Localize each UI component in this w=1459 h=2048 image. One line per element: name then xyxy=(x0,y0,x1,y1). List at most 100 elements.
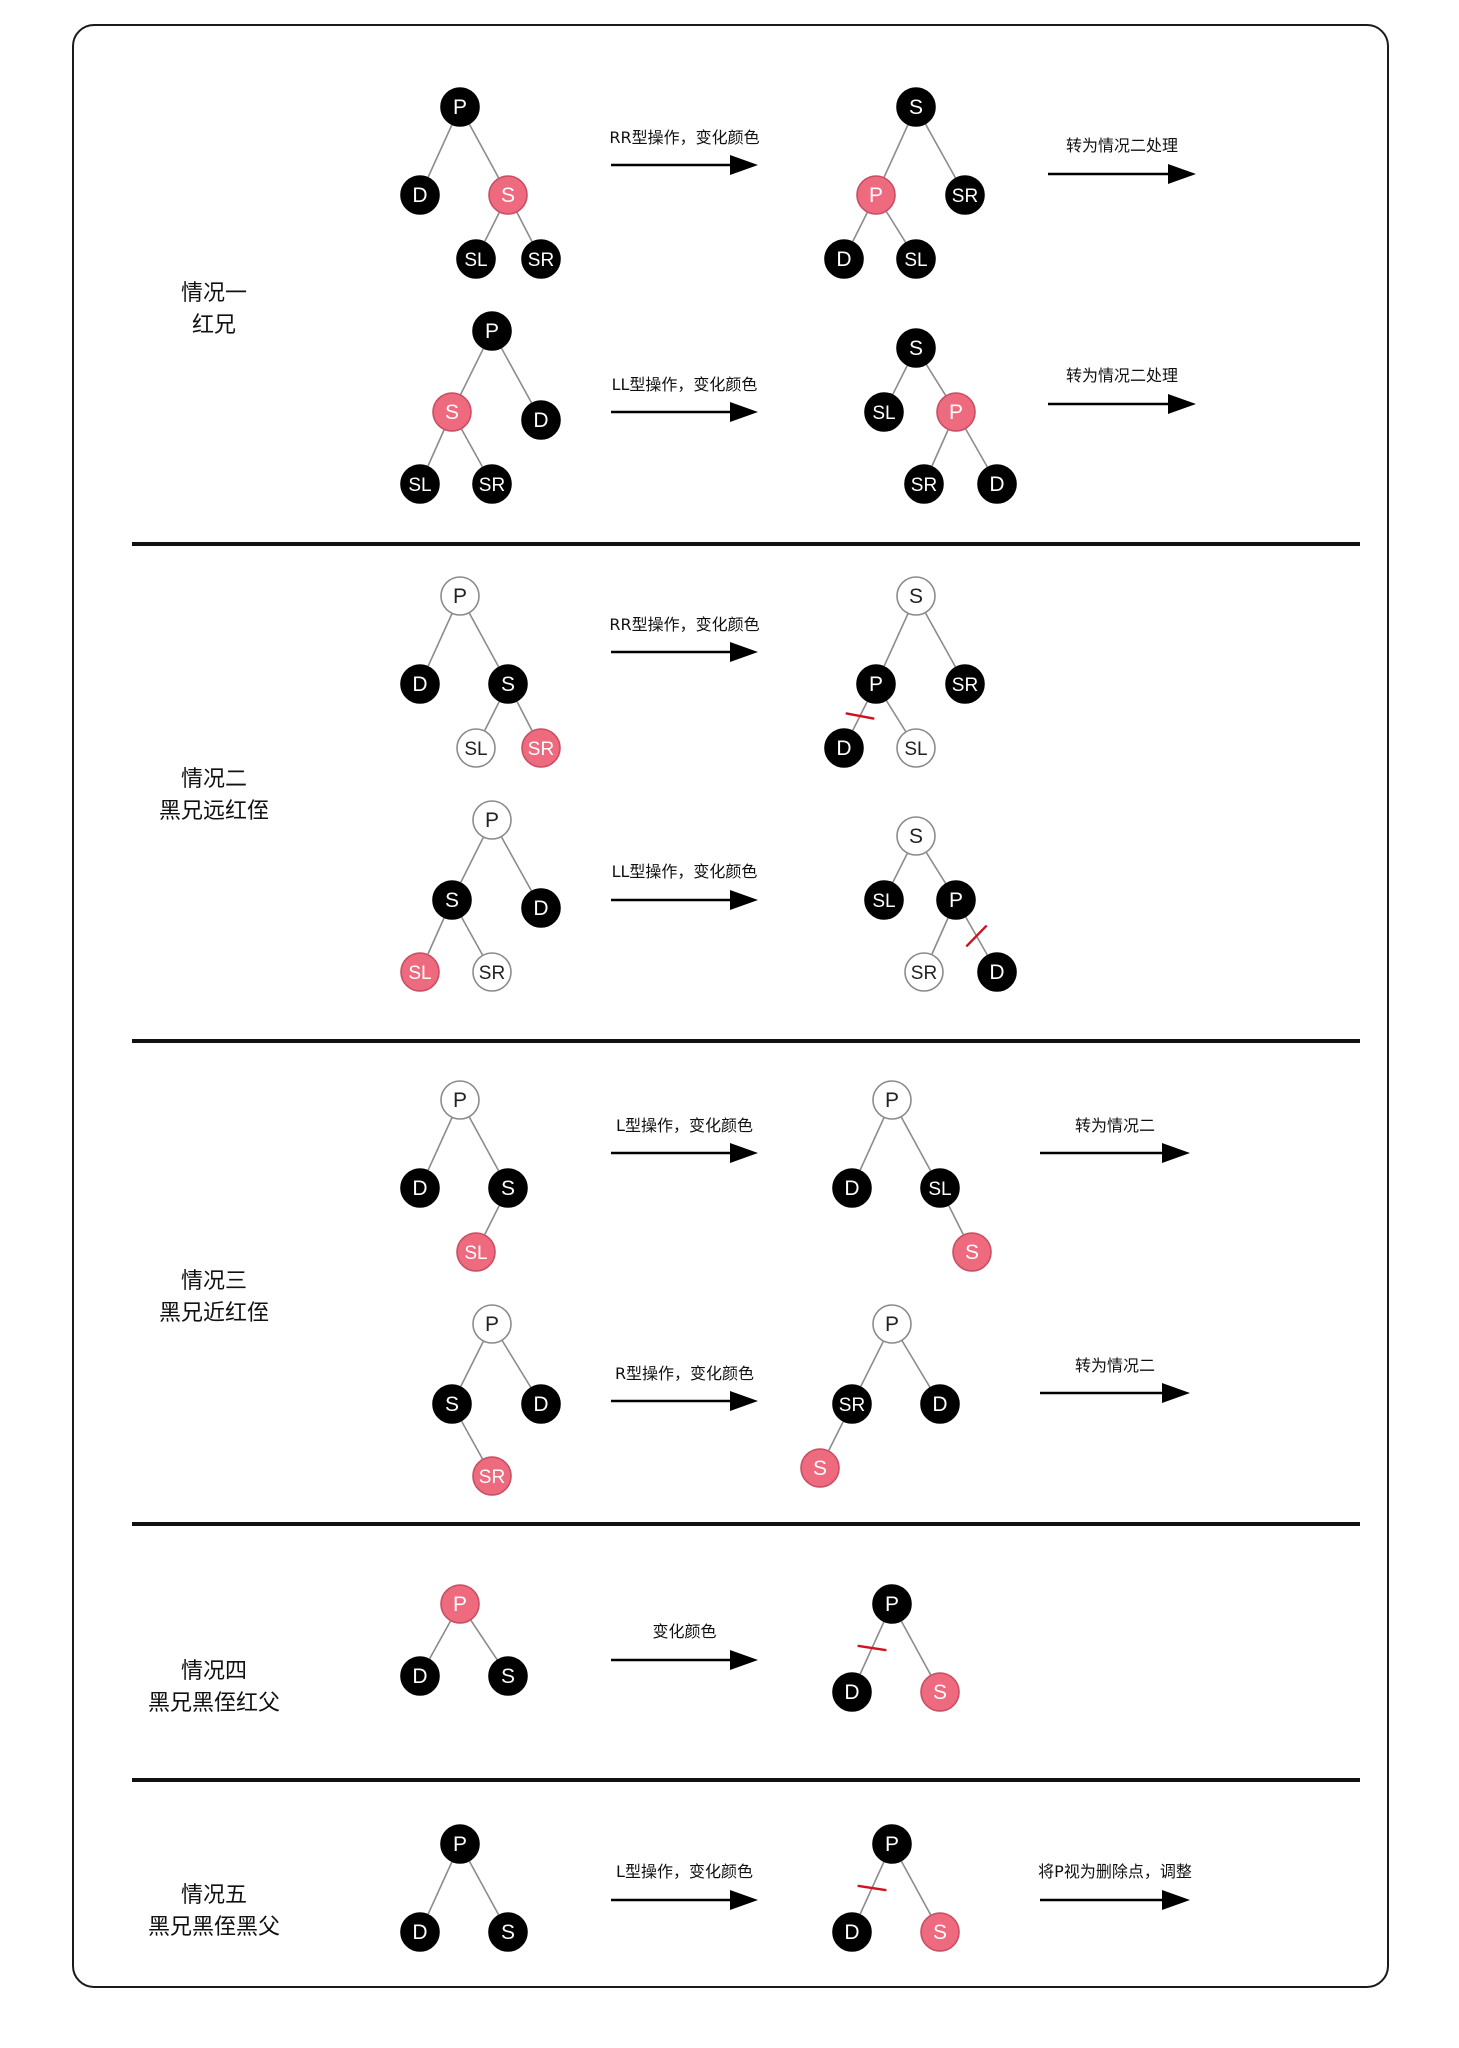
node-label: S xyxy=(933,1921,947,1944)
node-circle xyxy=(400,175,440,215)
node-label: S xyxy=(909,96,923,119)
arrow-c5-next: 将P视为删除点，调整 xyxy=(1038,1862,1192,1910)
tree-node-s: S xyxy=(920,1672,960,1712)
tree-node-s: S xyxy=(896,816,936,856)
node-circle xyxy=(945,175,985,215)
node-circle xyxy=(977,464,1017,504)
node-label: SR xyxy=(479,475,505,496)
tree-node-d: D xyxy=(521,400,561,440)
tree-node-p: P xyxy=(872,1824,912,1864)
arrow-head xyxy=(1162,1143,1190,1163)
node-circle xyxy=(488,1168,528,1208)
arrow-head xyxy=(730,642,758,662)
node-circle xyxy=(920,1912,960,1952)
case4-label-line2: 黑兄黑侄红父 xyxy=(147,1691,280,1716)
node-label: S xyxy=(501,1921,515,1944)
node-circle xyxy=(920,1168,960,1208)
node-circle xyxy=(872,1584,912,1624)
tree-node-sl: SL xyxy=(864,880,904,920)
node-label: P xyxy=(885,1089,899,1112)
case4-label: 情况四 黑兄黑侄红父 xyxy=(94,1656,334,1720)
node-circle xyxy=(904,952,944,992)
node-circle xyxy=(440,1584,480,1624)
tree-node-sl: SL xyxy=(920,1168,960,1208)
tree-node-p: P xyxy=(936,392,976,432)
node-label: S xyxy=(909,585,923,608)
tree-node-sr: SR xyxy=(521,728,561,768)
node-label: D xyxy=(412,673,427,696)
tree-node-d: D xyxy=(977,952,1017,992)
arrow-c3b-op: R型操作，变化颜色 xyxy=(611,1364,758,1411)
node-circle xyxy=(872,1304,912,1344)
node-circle xyxy=(832,1168,872,1208)
arrow-head xyxy=(730,1650,758,1670)
node-label: D xyxy=(844,1177,859,1200)
node-label: S xyxy=(501,1177,515,1200)
arrow-c1a-next: 转为情况二处理 xyxy=(1048,136,1196,184)
node-label: P xyxy=(453,585,467,608)
node-circle xyxy=(936,392,976,432)
node-circle xyxy=(936,880,976,920)
node-circle xyxy=(904,464,944,504)
cut-mark xyxy=(965,924,988,948)
arrow-c5-op: L型操作，变化颜色 xyxy=(611,1862,758,1910)
node-circle xyxy=(521,888,561,928)
tree-node-d: D xyxy=(400,1168,440,1208)
node-circle xyxy=(864,392,904,432)
node-label: P xyxy=(885,1833,899,1856)
tree-node-d: D xyxy=(824,239,864,279)
arrow-c1b-next: 转为情况二处理 xyxy=(1048,366,1196,414)
node-circle xyxy=(400,952,440,992)
tree-node-d: D xyxy=(824,728,864,768)
arrow-c2b-op: LL型操作，变化颜色 xyxy=(611,862,758,910)
tree-node-sr: SR xyxy=(904,952,944,992)
node-circle xyxy=(456,239,496,279)
tree-node-d: D xyxy=(400,175,440,215)
arrow-label: RR型操作，变化颜色 xyxy=(609,615,759,634)
node-circle xyxy=(800,1448,840,1488)
tree-node-s: S xyxy=(488,1656,528,1696)
tree-node-p: P xyxy=(472,800,512,840)
node-circle xyxy=(521,728,561,768)
tree-node-d: D xyxy=(521,888,561,928)
node-label: S xyxy=(813,1457,827,1480)
arrow-c3b-next: 转为情况二 xyxy=(1040,1356,1190,1403)
tree-node-s: S xyxy=(432,392,472,432)
arrow-head xyxy=(730,1890,758,1910)
node-label: D xyxy=(412,1921,427,1944)
node-label: S xyxy=(909,337,923,360)
node-label: SL xyxy=(408,475,431,496)
node-label: SR xyxy=(528,739,554,760)
node-label: D xyxy=(836,737,851,760)
node-label: SL xyxy=(872,891,895,912)
tree-node-s: S xyxy=(896,87,936,127)
cut-mark xyxy=(845,712,875,720)
tree-node-sl: SL xyxy=(864,392,904,432)
node-circle xyxy=(432,392,472,432)
node-label: SL xyxy=(464,250,487,271)
tree-node-p: P xyxy=(472,311,512,351)
tree-node-p: P xyxy=(856,175,896,215)
node-circle xyxy=(521,239,561,279)
arrow-label: L型操作，变化颜色 xyxy=(616,1862,753,1881)
node-circle xyxy=(896,728,936,768)
node-label: S xyxy=(501,1665,515,1688)
node-circle xyxy=(832,1912,872,1952)
tree-node-sr: SR xyxy=(832,1384,872,1424)
arrow-label: 转为情况二 xyxy=(1075,1356,1155,1375)
node-circle xyxy=(440,576,480,616)
node-label: D xyxy=(533,1393,548,1416)
node-circle xyxy=(488,175,528,215)
arrow-head xyxy=(730,890,758,910)
arrow-c4-op: 变化颜色 xyxy=(611,1622,758,1670)
node-circle xyxy=(832,1672,872,1712)
node-circle xyxy=(440,87,480,127)
arrow-head xyxy=(1168,394,1196,414)
tree-node-p: P xyxy=(440,1584,480,1624)
node-circle xyxy=(472,1456,512,1496)
node-circle xyxy=(432,1384,472,1424)
